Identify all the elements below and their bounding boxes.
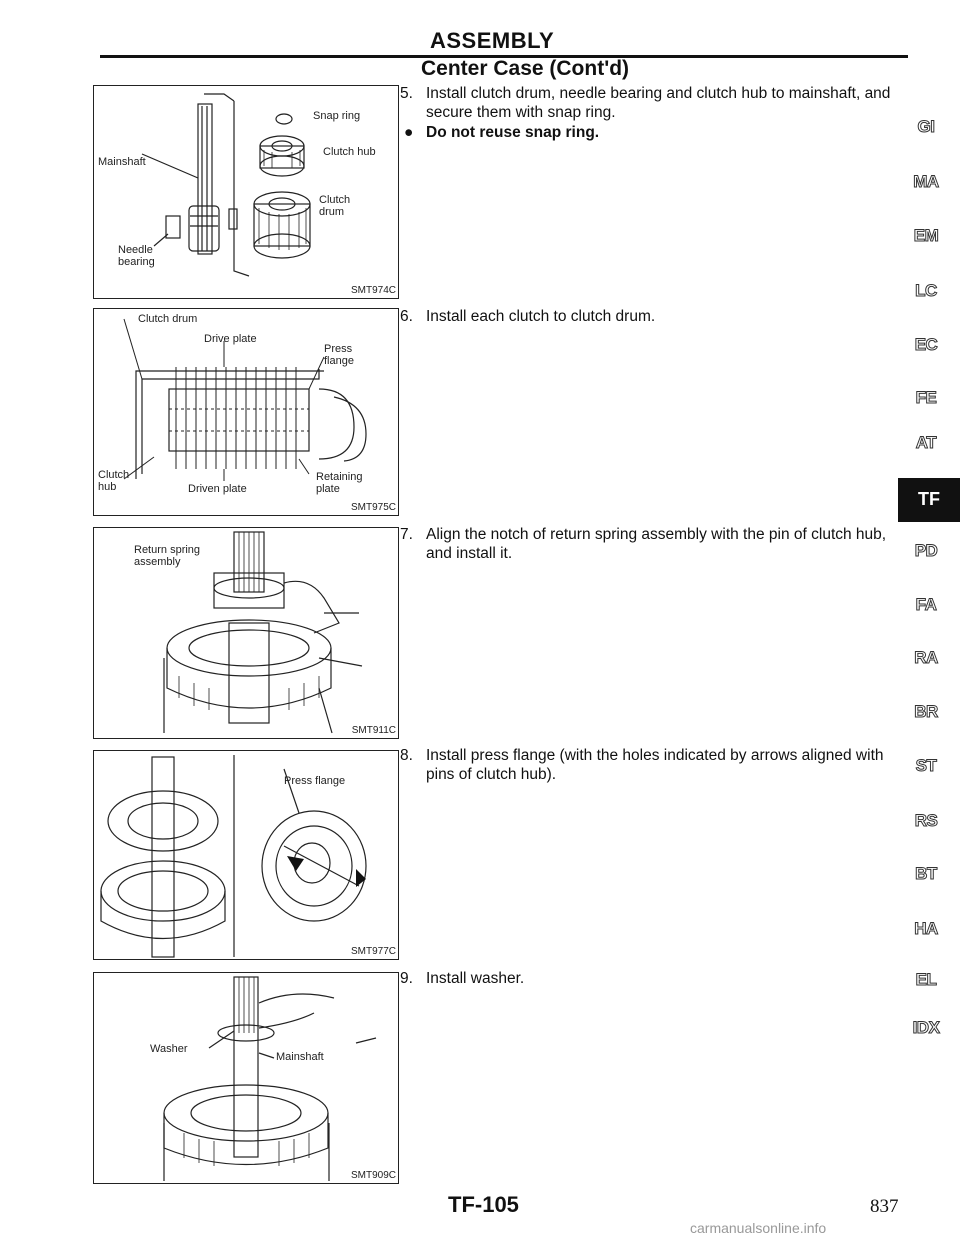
figure-1-illustration	[141, 93, 311, 277]
page-number: 837	[870, 1196, 899, 1217]
step-number: 6.	[400, 308, 413, 325]
step-6: 6. Install each clutch to clutch drum.	[400, 307, 910, 329]
figure-press-flange: Press flange SMT977C	[93, 750, 399, 960]
label-driven-plate: Driven plate	[188, 483, 247, 495]
label-washer: Washer	[150, 1043, 188, 1055]
side-tab-rs[interactable]: RS	[914, 811, 938, 831]
section-subtitle: Center Case (Cont'd)	[421, 57, 630, 80]
figure-code: SMT977C	[350, 946, 396, 957]
step-text: Install washer.	[426, 970, 525, 987]
step-text: Install press flange (with the holes ind…	[426, 747, 884, 783]
side-tab-em[interactable]: EM	[913, 226, 939, 246]
figure-5-illustration	[163, 976, 377, 1181]
step-number: 9.	[400, 970, 413, 987]
side-tab-st[interactable]: ST	[915, 756, 937, 776]
side-tab-fe[interactable]: FE	[915, 388, 937, 408]
side-tab-ha[interactable]: HA	[914, 919, 939, 939]
side-tab-ra[interactable]: RA	[914, 648, 939, 668]
label-clutch-drum: Clutch drum	[319, 194, 351, 218]
page-code: TF-105	[448, 1192, 519, 1217]
label-snap-ring: Snap ring	[313, 110, 361, 122]
step-text: Align the notch of return spring assembl…	[426, 526, 887, 562]
label-needle-bearing: Needle bearing	[118, 244, 155, 268]
side-tab-idx[interactable]: IDX	[912, 1018, 940, 1038]
figure-return-spring: Return spring assembly SMT911C	[93, 527, 399, 739]
section-title: ASSEMBLY	[430, 28, 555, 53]
side-tab-active[interactable]: TF	[898, 478, 960, 522]
step-number: 7.	[400, 526, 413, 543]
side-tab-active-label: TF	[918, 489, 940, 509]
label-press-flange: Press flange	[284, 775, 346, 787]
side-tab-lc[interactable]: LC	[915, 281, 938, 301]
label-press-flange: Press flange	[324, 343, 354, 367]
label-clutch-drum: Clutch drum	[138, 313, 198, 325]
side-tab-bt[interactable]: BT	[915, 864, 938, 884]
figure-code: SMT974C	[350, 285, 396, 296]
figure-code: SMT975C	[350, 502, 396, 513]
step-number: 8.	[400, 747, 413, 764]
step-9: 9. Install washer.	[400, 969, 910, 991]
figure-clutch-plates: Clutch drum Drive plate Press flange Clu…	[93, 308, 399, 516]
side-tab-ma[interactable]: MA	[913, 172, 940, 192]
side-tab-at[interactable]: AT	[915, 433, 937, 453]
bullet-symbol: ●	[404, 124, 414, 141]
step-text: Install each clutch to clutch drum.	[426, 308, 656, 325]
step-5: 5. Install clutch drum, needle bearing a…	[400, 84, 910, 124]
figure-3-illustration	[163, 531, 363, 734]
step-7: 7. Align the notch of return spring asse…	[400, 525, 910, 565]
figure-code: SMT909C	[350, 1170, 396, 1181]
label-drive-plate: Drive plate	[204, 333, 257, 345]
step-number: 5.	[400, 85, 413, 102]
figure-snap-ring-assembly: Snap ring Clutch hub Mainshaft Clutch dr…	[93, 85, 399, 299]
step-8: 8. Install press flange (with the holes …	[400, 746, 910, 786]
step-text: Install clutch drum, needle bearing and …	[426, 85, 891, 121]
figure-washer: Washer Mainshaft SMT909C	[93, 972, 399, 1184]
bullet-text: Do not reuse snap ring.	[426, 124, 600, 141]
label-clutch-hub: Clutch hub	[98, 469, 130, 493]
label-mainshaft: Mainshaft	[98, 156, 146, 168]
label-return-spring: Return spring assembly	[134, 544, 201, 568]
label-mainshaft: Mainshaft	[276, 1051, 324, 1063]
side-tab-br[interactable]: BR	[914, 702, 939, 722]
label-retaining-plate: Retaining plate	[316, 471, 363, 495]
side-tab-gi[interactable]: GI	[917, 117, 935, 137]
header-rule	[100, 55, 908, 58]
side-tab-pd[interactable]: PD	[914, 541, 938, 561]
label-clutch-hub: Clutch hub	[323, 146, 376, 158]
figure-2-illustration	[123, 318, 367, 481]
side-tab-ec[interactable]: EC	[914, 335, 938, 355]
figure-4-illustration	[100, 755, 367, 958]
side-tab-fa[interactable]: FA	[915, 595, 937, 615]
side-tab-el[interactable]: EL	[915, 970, 937, 990]
watermark: carmanualsonline.info	[690, 1220, 827, 1236]
figure-code: SMT911C	[351, 725, 396, 736]
